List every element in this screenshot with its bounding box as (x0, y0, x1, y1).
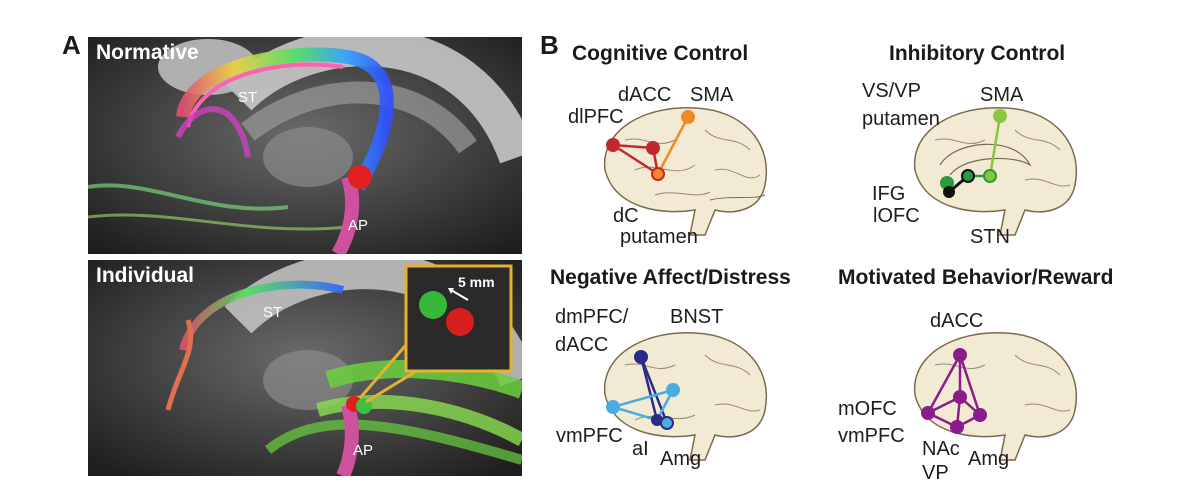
inhibitory-label-putamen: putamen (862, 108, 940, 130)
negative-label-vmpfc: vmPFC (556, 425, 623, 447)
motivated-label-nac: NAc (922, 438, 960, 460)
inhibitory-label-sma: SMA (980, 84, 1024, 106)
motivated-label-dacc: dACC (930, 310, 984, 332)
negative-affect-brain (595, 325, 775, 465)
normative-mri-image: Normative ST AP (88, 37, 522, 254)
motivated-behavior-title: Motivated Behavior/Reward (838, 266, 1114, 289)
cognitive-brain (595, 100, 775, 240)
panel-b-letter: B (540, 30, 559, 60)
panel-a-letter: A (62, 30, 81, 60)
negative-label-amg: Amg (660, 448, 702, 470)
negative-label-ai: aI (632, 438, 649, 460)
motivated-behavior-brain (905, 325, 1085, 465)
negative-label-dmpfc: dmPFC/ (555, 306, 629, 328)
motivated-label-vmpfc: vmPFC (838, 425, 905, 447)
cognitive-label-putamen: putamen (620, 226, 698, 248)
individual-mri-image: Individual ST AP 5 mm (88, 260, 522, 476)
normative-st-label: ST (238, 89, 258, 106)
motivated-label-amg: Amg (968, 448, 1010, 470)
normative-title: Normative (96, 41, 199, 64)
inhibitory-label-vs-vp: VS/VP (862, 80, 921, 102)
normative-ap-label: AP (348, 217, 369, 234)
negative-affect-title: Negative Affect/Distress (550, 266, 791, 289)
inhibitory-label-lofc: lOFC (873, 205, 920, 227)
cognitive-control-title: Cognitive Control (572, 42, 749, 65)
cognitive-label-sma: SMA (690, 84, 734, 106)
motivated-label-vp: VP (922, 462, 949, 484)
individual-ap-label: AP (353, 442, 374, 459)
individual-title: Individual (96, 264, 195, 287)
individual-st-label: ST (263, 304, 283, 321)
inhibitory-label-ifg: IFG (872, 183, 906, 205)
cognitive-label-dacc: dACC (618, 84, 672, 106)
inhibitory-label-stn: STN (970, 226, 1010, 248)
cognitive-label-dc: dC (613, 205, 639, 227)
negative-label-dacc: dACC (555, 334, 609, 356)
cognitive-label-dlpfc: dlPFC (568, 106, 624, 128)
motivated-label-mofc: mOFC (838, 398, 897, 420)
inhibitory-control-title: Inhibitory Control (889, 42, 1066, 65)
inhibitory-brain (905, 100, 1085, 240)
negative-label-bnst: BNST (670, 306, 724, 328)
scale-bar-label: 5 mm (458, 274, 495, 290)
